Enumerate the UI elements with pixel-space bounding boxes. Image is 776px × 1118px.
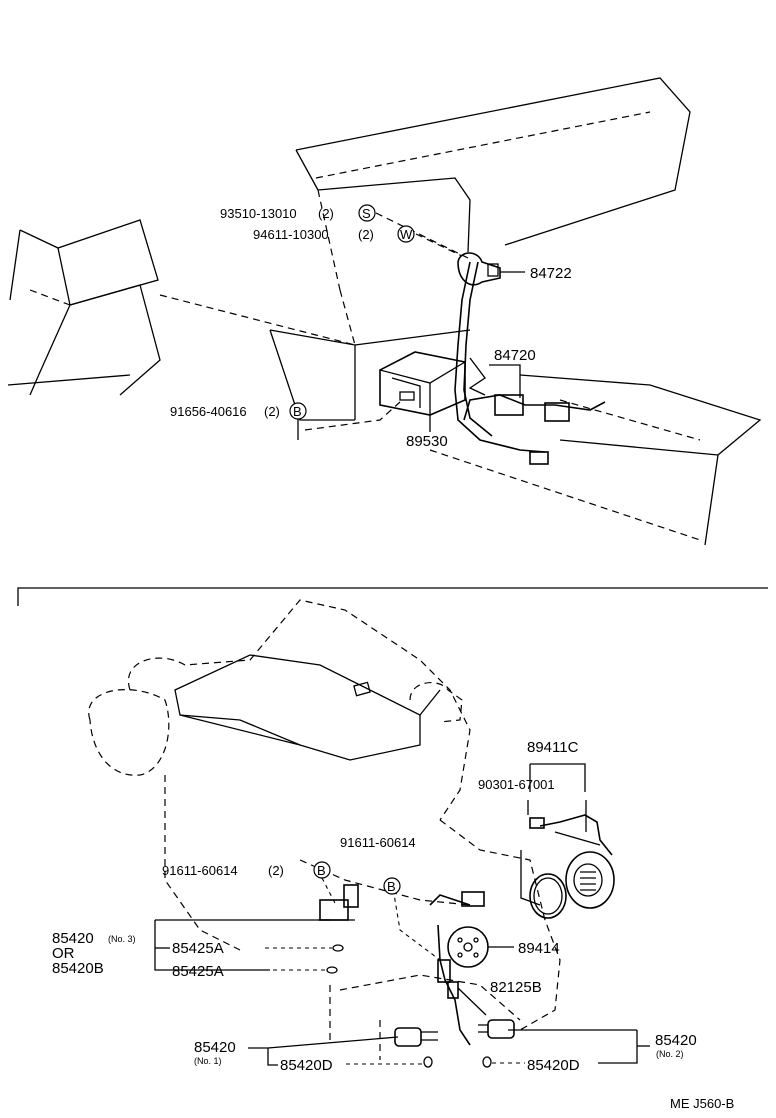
callout-b-symbol-center <box>383 877 401 895</box>
part-85420d-left: 85420D <box>280 1057 333 1074</box>
callout-s-letter: S <box>362 206 371 221</box>
qty-93510: (2) <box>318 206 334 221</box>
wire-harness-84720 <box>454 261 606 465</box>
part-85425a-upper: 85425A <box>172 940 224 957</box>
callout-b-letter-center: B <box>387 879 396 894</box>
part-90301-67001: 90301-67001 <box>478 777 555 792</box>
diagram-code: ME J560-B <box>670 1096 734 1111</box>
callout-w-letter: W <box>400 227 413 242</box>
note-no1: (No. 1) <box>194 1056 222 1066</box>
sensor-85420-no1 <box>394 1027 438 1068</box>
top-leaders <box>297 212 525 440</box>
vehicle-body-outline <box>7 77 762 546</box>
part-89411c: 89411C <box>527 739 579 756</box>
engine-block-outline <box>88 599 561 1060</box>
amplifier-89530 <box>379 351 466 416</box>
part-85425a-lower: 85425A <box>172 963 224 980</box>
part-91611-60614-center: 91611-60614 <box>340 835 416 850</box>
part-93510-13010: 93510-13010 <box>220 206 297 221</box>
part-84720: 84720 <box>494 347 536 364</box>
qty-91611-left: (2) <box>268 863 284 878</box>
part-82125b: 82125B <box>490 979 542 996</box>
part-91611-60614-left: 91611-60614 <box>162 863 238 878</box>
part-89530: 89530 <box>406 433 448 450</box>
part-89414: 89414 <box>518 940 560 957</box>
sensor-82125b <box>429 891 485 1046</box>
label-or: OR <box>52 945 75 962</box>
part-91656-40616: 91656-40616 <box>170 404 247 419</box>
part-85420-no3: 85420 <box>52 930 94 947</box>
callout-s-symbol <box>358 204 376 222</box>
part-94611-10300: 94611-10300 <box>253 227 329 242</box>
callout-w-symbol <box>397 225 415 243</box>
part-85420b: 85420B <box>52 960 104 977</box>
rotor-89414 <box>447 926 489 968</box>
bottom-leaders <box>154 763 650 1066</box>
note-no3: (No. 3) <box>108 934 136 944</box>
section-divider <box>17 587 768 606</box>
note-no2: (No. 2) <box>656 1049 684 1059</box>
callout-b-letter-left: B <box>317 863 326 878</box>
callout-b-letter: B <box>293 404 302 419</box>
part-84722: 84722 <box>530 265 572 282</box>
qty-91656: (2) <box>264 404 280 419</box>
part-85420-no1: 85420 <box>194 1039 236 1056</box>
part-85420d-right: 85420D <box>527 1057 580 1074</box>
sensor-85420-no2 <box>478 1019 515 1068</box>
qty-94611: (2) <box>358 227 374 242</box>
pulley-89411c <box>529 814 615 919</box>
callout-b-symbol <box>289 402 307 420</box>
sensor-85420-no3 <box>318 884 359 974</box>
part-85420-no2: 85420 <box>655 1032 697 1049</box>
callout-b-symbol-left <box>313 861 331 879</box>
sensor-84722 <box>457 252 501 286</box>
